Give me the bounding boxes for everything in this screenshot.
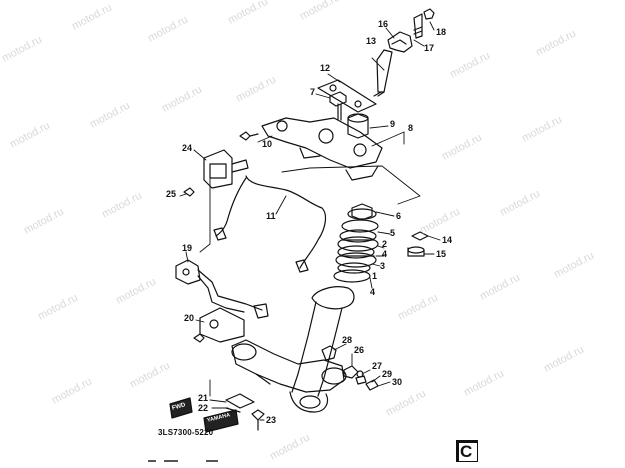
system-outline — [199, 165, 421, 397]
callout-4b: 4 — [370, 287, 376, 297]
callout-10: 10 — [262, 139, 273, 149]
bearing-stack — [333, 203, 379, 283]
callout-29: 29 — [382, 369, 393, 379]
callout-8: 8 — [408, 123, 414, 133]
bracket-20 — [193, 307, 245, 343]
handle-crown — [261, 117, 383, 181]
callout-24: 24 — [182, 143, 193, 153]
callout-26: 26 — [354, 345, 365, 355]
callout-3: 3 — [380, 261, 386, 271]
callout-13: 13 — [366, 36, 377, 46]
callout-14: 14 — [442, 235, 453, 245]
callout-6: 6 — [396, 211, 402, 221]
callout-25: 25 — [166, 189, 177, 199]
bolt-10 — [239, 131, 259, 141]
callout-11: 11 — [266, 211, 276, 221]
callout-15: 15 — [436, 249, 447, 259]
callout-9: 9 — [390, 119, 396, 129]
callout-12: 12 — [320, 63, 331, 73]
section-letter: C — [460, 442, 473, 461]
yamaha-tag — [203, 409, 239, 433]
callout-20: 20 — [184, 313, 195, 323]
callout-28: 28 — [342, 335, 353, 345]
bracket-19 — [175, 259, 269, 319]
crown-bolt — [329, 91, 347, 121]
callout-17: 17 — [424, 43, 435, 53]
callout-19: 19 — [182, 243, 193, 253]
nut-14-15 — [407, 231, 429, 257]
callout-4: 4 — [382, 249, 388, 259]
rubber-damper — [347, 113, 369, 139]
section-marker-box — [456, 440, 478, 462]
callout-18: 18 — [436, 27, 447, 37]
wire-11 — [213, 175, 327, 273]
callout-21: 21 — [198, 393, 209, 403]
callout-30: 30 — [392, 377, 403, 387]
scan-marks — [148, 460, 218, 462]
callout-23: 23 — [266, 415, 277, 425]
fwd-tag — [169, 397, 193, 419]
callout-1: 1 — [372, 271, 378, 281]
leader-lines — [179, 21, 441, 421]
callout-5: 5 — [390, 228, 396, 238]
handlebar-holder — [373, 8, 435, 97]
bracket-24 — [183, 149, 249, 197]
callout-22: 22 — [198, 403, 209, 413]
callout-16: 16 — [378, 19, 389, 29]
callout-7: 7 — [310, 87, 316, 97]
upper-bracket — [317, 79, 377, 113]
callout-2: 2 — [382, 239, 388, 249]
part-code: 3LS7300-5220 — [158, 428, 214, 437]
bolts-21-23 — [225, 393, 265, 431]
callout-27: 27 — [372, 361, 383, 371]
